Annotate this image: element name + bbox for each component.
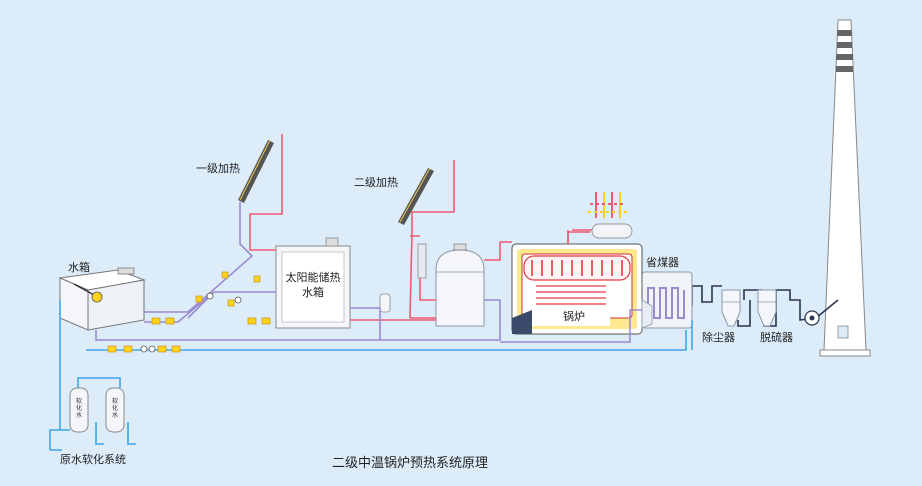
economizer	[641, 271, 693, 329]
expansion-vessel	[379, 293, 391, 313]
dust-collector	[721, 289, 741, 327]
valves	[107, 271, 271, 353]
stage2-storage-tank	[435, 243, 485, 327]
raw-water-softening-label: 原水软化系统	[60, 453, 126, 466]
stage2-heating-label: 二级加热	[354, 176, 398, 189]
boiler-label: 锅炉	[560, 310, 588, 324]
dust-collector-label: 除尘器	[702, 331, 735, 344]
softener-tank-right	[105, 387, 125, 433]
solar-storage-tank	[275, 237, 351, 329]
softener-tank-left	[69, 387, 89, 433]
water-tank-body	[58, 267, 146, 331]
water-tank-label: 水箱	[68, 261, 90, 274]
chimney	[819, 19, 871, 357]
circulation-loop	[95, 202, 642, 343]
heat-exchanger	[417, 243, 427, 279]
solar-collector-stage2	[398, 167, 434, 225]
softener-right-label: 软 化 水	[111, 398, 118, 419]
solar-storage-tank-label: 太阳能储热 水箱	[285, 271, 341, 299]
cold-water-pipes	[49, 300, 693, 451]
stage1-heating-label: 一级加热	[196, 162, 240, 175]
steam-flames	[588, 192, 628, 218]
boiler	[511, 243, 653, 335]
induced-draft-fan	[804, 310, 820, 326]
steam-drum	[567, 223, 633, 244]
diagram-title: 二级中温锅炉预热系统原理	[332, 456, 489, 471]
pumps	[140, 292, 242, 353]
desulfurizer-label: 脱硫器	[760, 331, 793, 344]
softener-left-label: 软 化 水	[75, 398, 82, 419]
desulfurizer	[757, 289, 777, 327]
hot-water-pipes	[249, 134, 590, 321]
solar-collector-stage1	[238, 139, 274, 203]
economizer-label: 省煤器	[646, 256, 679, 269]
